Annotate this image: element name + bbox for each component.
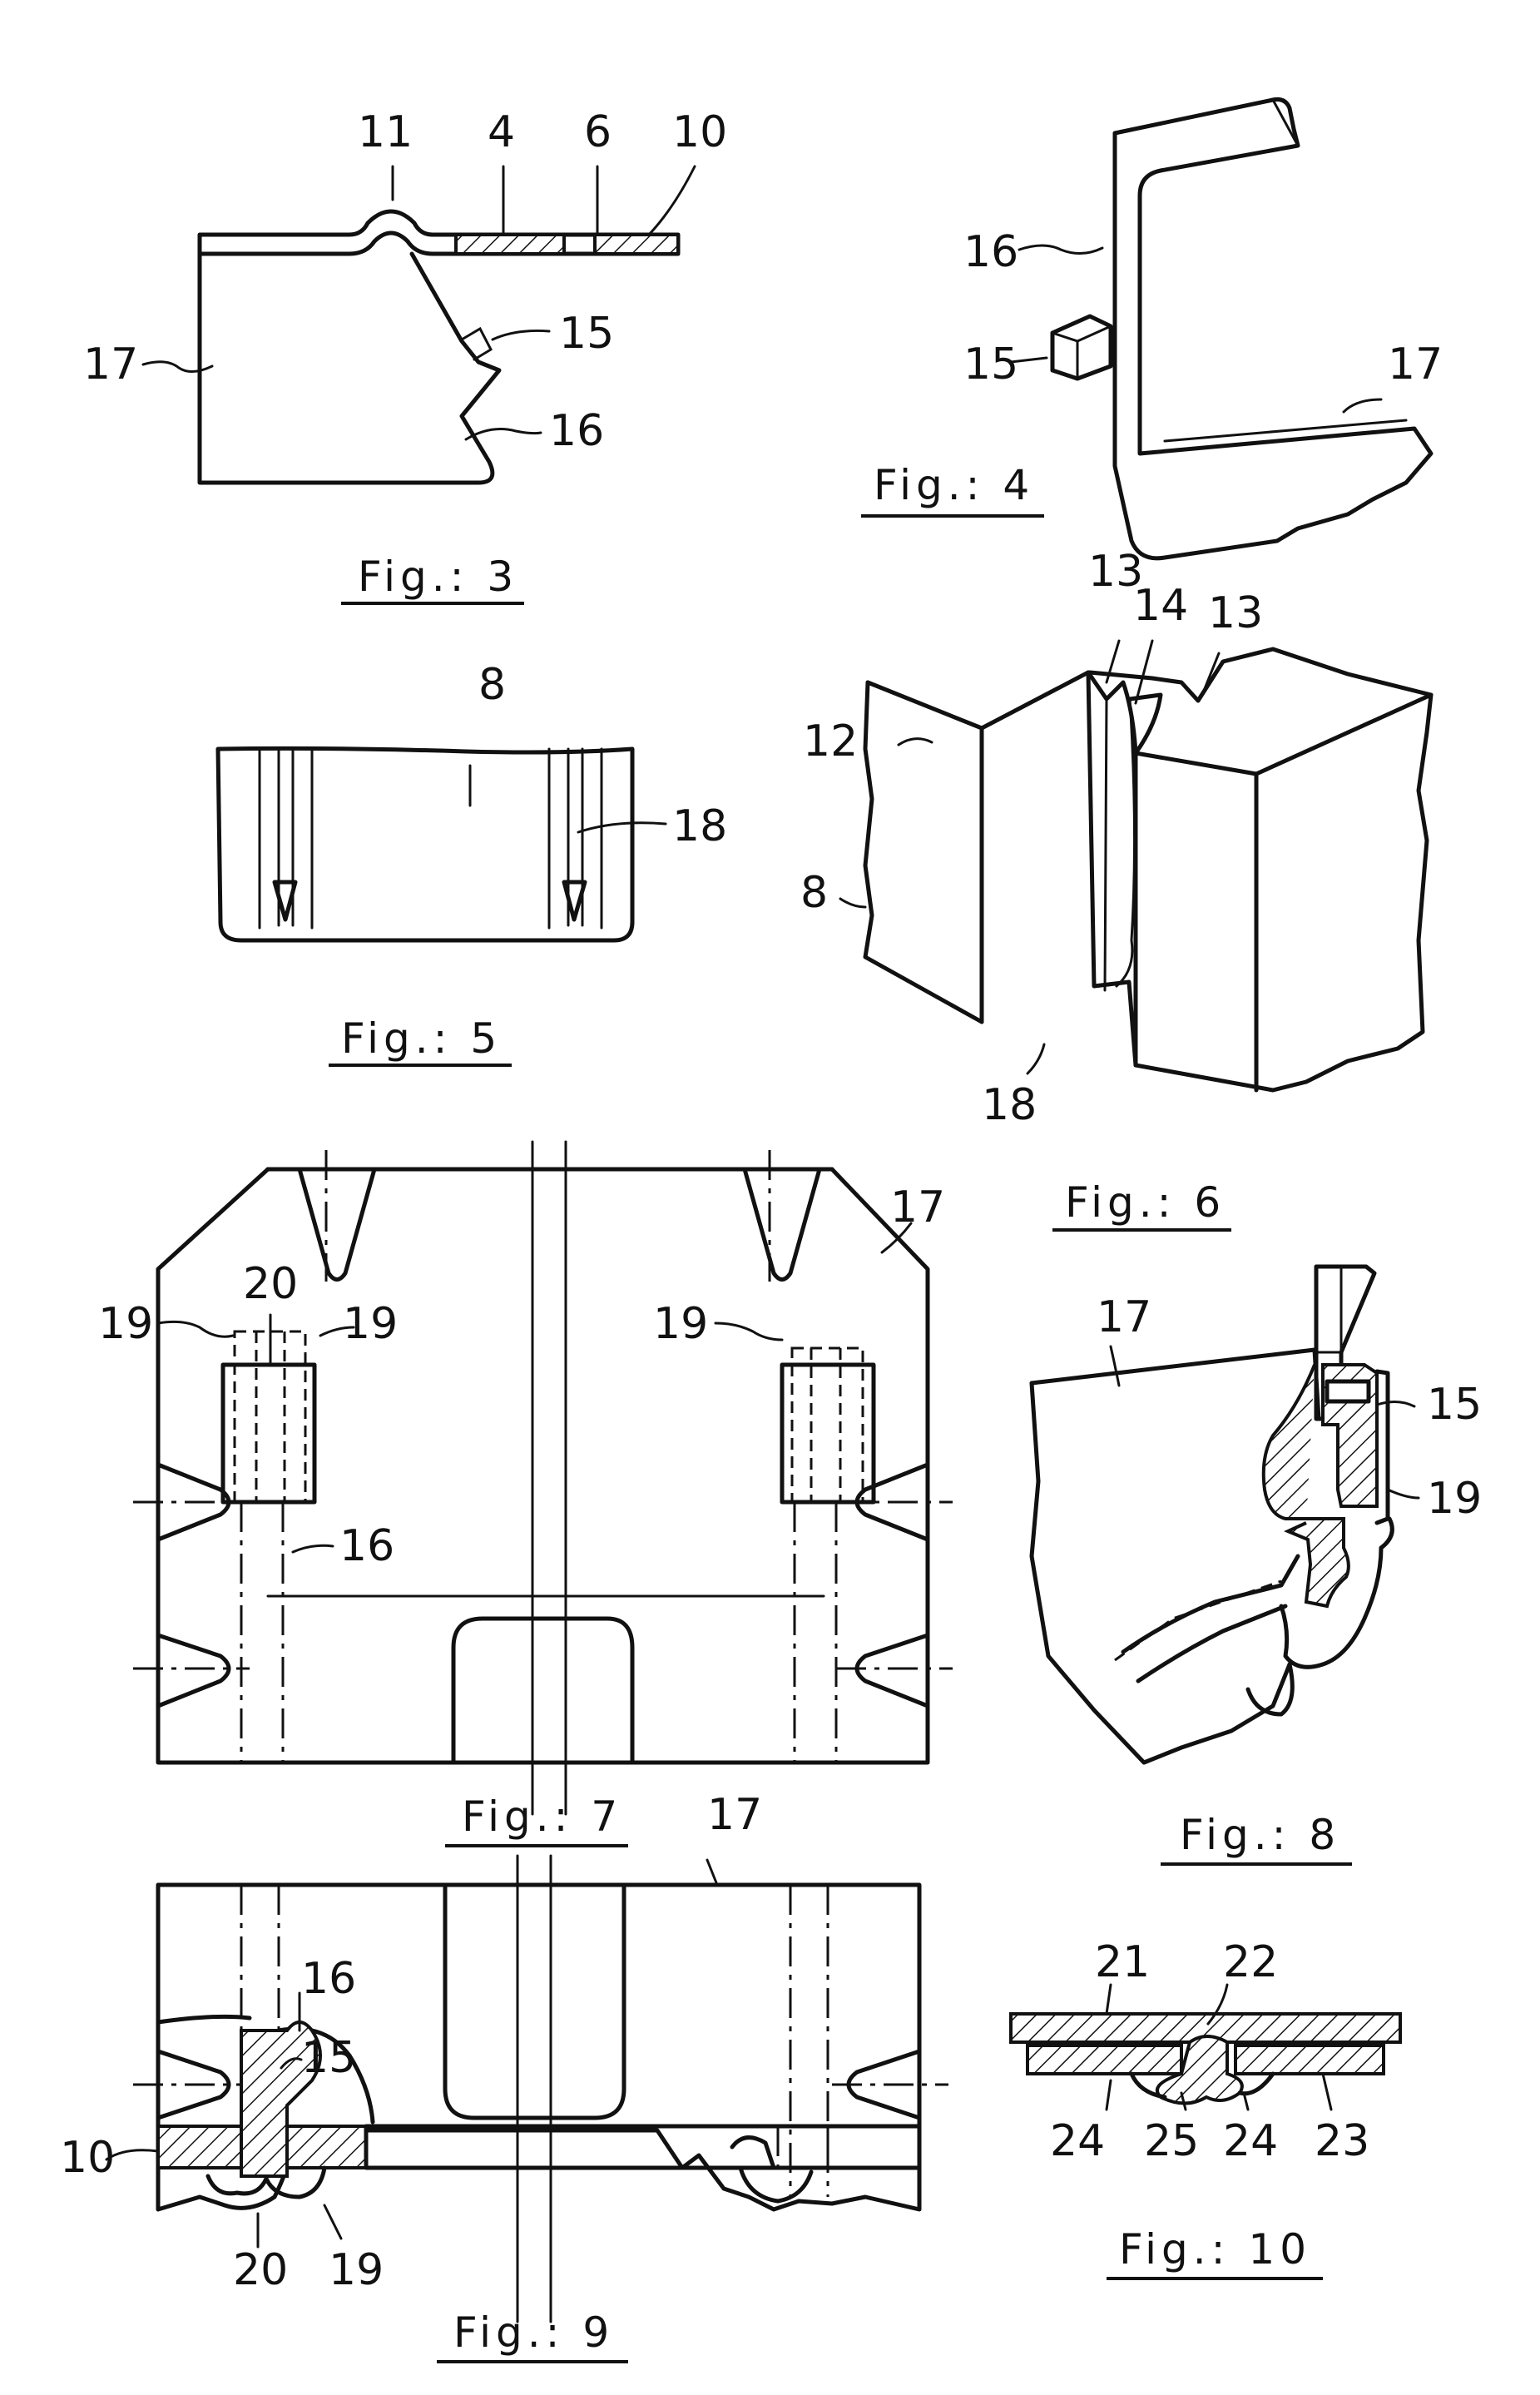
fig9-label-20: 20 (233, 2245, 288, 2295)
figure-10: 21 22 24 25 24 23 Fig.: 10 (1011, 1937, 1400, 2278)
fig7-label-19-mid: 19 (343, 1299, 398, 1349)
fig3-label-16: 16 (549, 406, 604, 456)
fig10-caption: Fig.: 10 (1119, 2225, 1311, 2274)
fig10-label-21: 21 (1095, 1937, 1150, 1987)
fig7-label-19-left: 19 (98, 1299, 153, 1349)
fig9-label-16: 16 (301, 1954, 356, 2004)
fig10-label-25: 25 (1144, 2116, 1199, 2166)
figure-3: 11 4 6 10 17 15 16 Fig.: 3 (83, 107, 727, 603)
fig9-label-10: 10 (60, 2133, 115, 2183)
fig3-label-6: 6 (584, 107, 612, 157)
fig4-label-16: 16 (963, 227, 1018, 277)
fig6-caption: Fig.: 6 (1065, 1178, 1226, 1227)
fig3-label-17: 17 (83, 340, 138, 389)
fig8-label-15: 15 (1427, 1380, 1482, 1430)
fig6-label-13-right: 13 (1208, 588, 1263, 638)
fig3-label-11: 11 (358, 107, 413, 157)
fig9-label-19: 19 (329, 2245, 384, 2295)
fig10-label-22: 22 (1223, 1937, 1278, 1987)
figure-8: 17 15 19 Fig.: 8 (1032, 1267, 1482, 1864)
fig10-label-23: 23 (1315, 2116, 1369, 2166)
fig3-label-10: 10 (672, 107, 727, 157)
fig6-label-14: 14 (1133, 581, 1188, 631)
fig8-label-17: 17 (1097, 1292, 1151, 1342)
fig5-caption: Fig.: 5 (341, 1014, 502, 1063)
fig7-caption: Fig.: 7 (462, 1793, 622, 1841)
fig3-label-4: 4 (488, 107, 515, 157)
fig4-label-17: 17 (1388, 340, 1443, 389)
fig7-label-16: 16 (339, 1521, 394, 1571)
fig4-caption: Fig.: 4 (874, 461, 1034, 509)
fig9-label-17: 17 (707, 1790, 762, 1840)
fig4-label-15: 15 (963, 340, 1018, 389)
fig5-label-18: 18 (672, 801, 727, 851)
fig7-label-20: 20 (243, 1259, 298, 1309)
figure-9: 17 16 15 10 20 19 Fig.: 9 (60, 1790, 948, 2362)
fig6-label-12: 12 (803, 717, 858, 766)
figure-6: 13 14 13 12 8 18 Fig.: 6 (800, 547, 1431, 1230)
fig10-label-24-left: 24 (1050, 2116, 1105, 2166)
fig10-label-24-right: 24 (1223, 2116, 1278, 2166)
fig6-label-8: 8 (800, 868, 828, 918)
figure-5: 8 18 Fig.: 5 (218, 660, 727, 1065)
fig9-caption: Fig.: 9 (453, 2308, 614, 2357)
fig7-label-17: 17 (890, 1183, 945, 1232)
fig6-label-18: 18 (982, 1080, 1037, 1130)
fig7-label-19-right: 19 (653, 1299, 708, 1349)
fig3-caption: Fig.: 3 (358, 553, 518, 601)
figure-7: 17 20 19 19 19 16 Fig.: 7 (98, 1142, 953, 1846)
fig5-label-8: 8 (478, 660, 506, 710)
figure-4: 16 15 17 Fig.: 4 (861, 99, 1443, 558)
fig8-caption: Fig.: 8 (1180, 1811, 1340, 1859)
fig9-label-15: 15 (301, 2033, 356, 2083)
fig8-label-19: 19 (1427, 1474, 1482, 1524)
fig3-label-15: 15 (559, 309, 614, 359)
